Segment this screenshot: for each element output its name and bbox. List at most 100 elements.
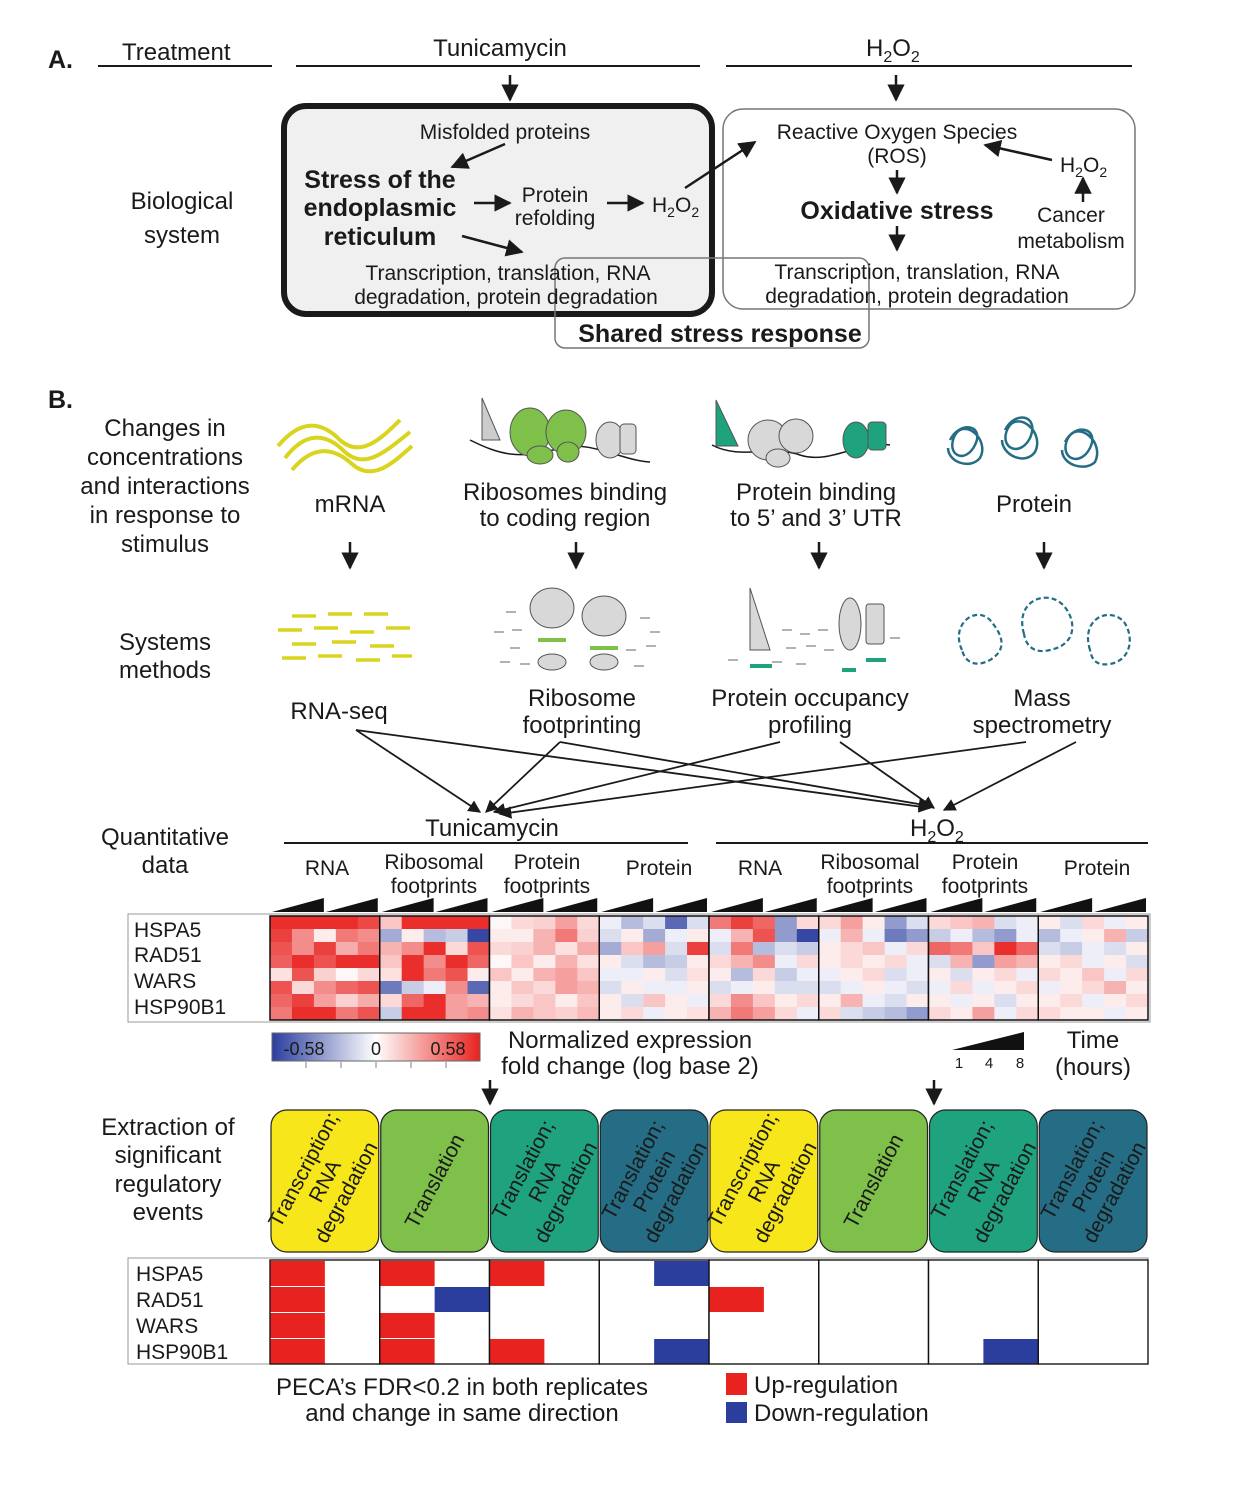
ros-line1: Reactive Oxygen Species bbox=[777, 121, 1017, 144]
heatmap-cell bbox=[906, 1007, 929, 1021]
heatmap-cell bbox=[643, 1007, 666, 1021]
group-header-6-line1: Protein bbox=[952, 851, 1019, 874]
heatmap-cell bbox=[270, 1007, 293, 1021]
heatmap-cell bbox=[796, 955, 820, 969]
group-header-0: RNA bbox=[305, 857, 349, 880]
heatmap-cell bbox=[752, 1007, 776, 1021]
heatmap-cell bbox=[665, 1007, 688, 1021]
heatmap-cell bbox=[1104, 968, 1127, 982]
heatmap-cell bbox=[950, 1007, 973, 1021]
colorbar-min: -0.58 bbox=[283, 1039, 324, 1059]
heatmap-cell bbox=[796, 929, 820, 943]
heatmap-cell bbox=[818, 981, 842, 995]
heatmap-cell bbox=[577, 942, 600, 956]
heatmap-cell bbox=[511, 968, 534, 982]
heatmap-cell bbox=[445, 981, 468, 995]
heatmap-cell bbox=[796, 981, 820, 995]
heatmap-cell bbox=[709, 955, 732, 969]
time-caption-line2: (hours) bbox=[1055, 1054, 1131, 1081]
heatmap-cell bbox=[291, 955, 315, 969]
up-regulation-mark bbox=[270, 1313, 325, 1338]
heat-treatment-tunicamycin: Tunicamycin bbox=[425, 815, 559, 842]
heatmap-cell bbox=[796, 1007, 820, 1021]
heatmap-cell bbox=[1104, 942, 1127, 956]
heatmap-cell bbox=[555, 981, 578, 995]
heatmap-cell bbox=[577, 994, 600, 1008]
heatmap-cell bbox=[687, 942, 710, 956]
group-header-5-line2: footprints bbox=[827, 875, 913, 898]
time-wedge bbox=[930, 898, 983, 912]
heatmap-cell bbox=[533, 994, 556, 1008]
heatmap-cell bbox=[1038, 968, 1061, 982]
up-regulation-mark bbox=[379, 1261, 435, 1286]
regulation-group-border bbox=[1037, 1259, 1149, 1365]
panel-b: B. Changes in concentrations and interac… bbox=[48, 386, 1151, 1427]
time-wedge bbox=[764, 898, 817, 912]
protein-refolding-line1: Protein bbox=[522, 184, 589, 207]
heatmap-cell bbox=[489, 994, 512, 1008]
heatmap-cell bbox=[862, 929, 885, 943]
heatmap-cell bbox=[313, 916, 337, 930]
molecule-label-ribosome-line2: to coding region bbox=[480, 505, 651, 532]
heatmap-cell bbox=[1038, 1007, 1061, 1021]
heatmap-cell bbox=[884, 1007, 907, 1021]
heatmap-cell bbox=[730, 981, 754, 995]
er-stress-line3: reticulum bbox=[324, 223, 437, 251]
heatmap-cell bbox=[533, 955, 556, 969]
heatmap-cell bbox=[467, 994, 490, 1008]
heatmap-cell bbox=[379, 929, 403, 943]
heatmap-cell bbox=[555, 994, 578, 1008]
heatmap-cell bbox=[291, 994, 315, 1008]
protein-occupancy-icon bbox=[728, 587, 900, 672]
heatmap-cell bbox=[818, 968, 842, 982]
heatmap-cell bbox=[445, 929, 468, 943]
treatment-header: Treatment bbox=[122, 39, 231, 66]
heatmap-cell bbox=[906, 968, 929, 982]
mrna-icon bbox=[276, 418, 414, 474]
extraction-line2: significant bbox=[115, 1142, 222, 1169]
heatmap-cell bbox=[1038, 955, 1061, 969]
event-card bbox=[928, 1109, 1038, 1253]
heatmap-cell bbox=[994, 916, 1017, 930]
heatmap-cell bbox=[840, 916, 864, 930]
heatmap-cell bbox=[401, 994, 425, 1008]
heatmap-cell bbox=[884, 968, 907, 982]
heatmap-cell bbox=[1126, 1007, 1149, 1021]
heatmap-cell bbox=[665, 929, 688, 943]
heatmap-cell bbox=[1104, 1007, 1127, 1021]
heatmap-cell bbox=[950, 981, 973, 995]
heatmap-cell bbox=[335, 929, 359, 943]
heatmap-cell bbox=[752, 981, 776, 995]
heatmap-cell bbox=[862, 981, 885, 995]
heatmap-cell bbox=[423, 981, 446, 995]
heatmap-cell bbox=[994, 968, 1017, 982]
extraction-line3: regulatory bbox=[115, 1171, 222, 1198]
arrow-stress-to-outputs bbox=[461, 234, 524, 257]
heatmap-cell bbox=[1038, 916, 1061, 930]
heatmap-gene-1: RAD51 bbox=[134, 944, 202, 967]
reg-gene-1: RAD51 bbox=[136, 1289, 204, 1312]
heatmap-cell bbox=[796, 916, 820, 930]
heatmap-cell bbox=[445, 994, 468, 1008]
heatmap-cell bbox=[1126, 968, 1149, 982]
heatmap-cell bbox=[774, 929, 798, 943]
heatmap-cell bbox=[1016, 955, 1039, 969]
heatmap-cell bbox=[928, 942, 951, 956]
heatmap-cell bbox=[1126, 994, 1149, 1008]
heatmap-cell bbox=[643, 916, 666, 930]
molecule-label-utr-line2: to 5’ and 3’ UTR bbox=[730, 505, 902, 532]
heatmap-cell bbox=[928, 981, 951, 995]
heatmap-cell bbox=[445, 955, 468, 969]
heatmap-cell bbox=[313, 994, 337, 1008]
heatmap-cell bbox=[577, 981, 600, 995]
heatmap-cell bbox=[423, 994, 446, 1008]
event-card bbox=[599, 1109, 709, 1253]
heatmap-cell bbox=[445, 942, 468, 956]
ribosome-binding-icon bbox=[469, 397, 651, 465]
heatmap-cell bbox=[687, 981, 710, 995]
heatmap-cell bbox=[906, 942, 929, 956]
heatmap-cell bbox=[511, 981, 534, 995]
heatmap-cell bbox=[950, 929, 973, 943]
heatmap-cell bbox=[1104, 929, 1127, 943]
heatmap-cell bbox=[928, 968, 951, 982]
